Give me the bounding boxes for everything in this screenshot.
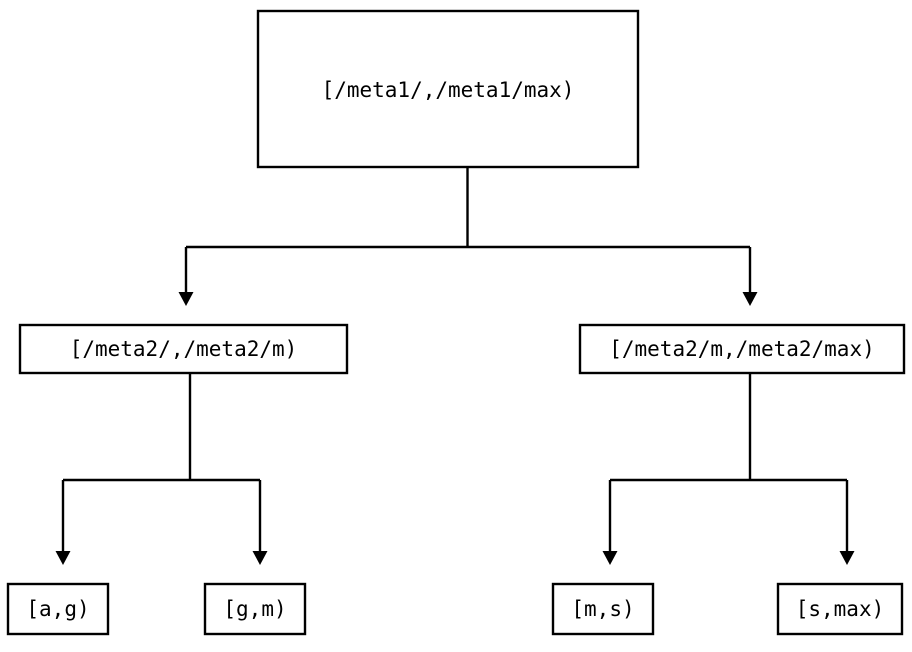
node-mid-left-label: [/meta2/,/meta2/m) <box>70 337 298 361</box>
node-mid-right[interactable]: [/meta2/m,/meta2/max) <box>578 323 906 375</box>
arrowhead-midright-to-leaf4 <box>839 551 855 565</box>
node-leaf-4-label: [s,max) <box>796 597 885 621</box>
node-leaf-2-label: [g,m) <box>223 597 286 621</box>
node-root-label: [/meta1/,/meta1/max) <box>322 78 575 102</box>
node-leaf-1-label: [a,g) <box>26 597 89 621</box>
node-root-box[interactable] <box>256 9 640 169</box>
node-mid-left[interactable]: [/meta2/,/meta2/m) <box>18 323 349 375</box>
arrowhead-root-to-mid-right <box>742 292 758 306</box>
node-leaf-2-box[interactable] <box>203 582 307 636</box>
arrowhead-midright-to-leaf3 <box>602 551 618 565</box>
node-leaf-3[interactable]: [m,s) <box>551 582 655 636</box>
edge-group-midleft-to-leaves <box>55 373 268 565</box>
node-root[interactable]: [/meta1/,/meta1/max) <box>256 9 640 169</box>
node-leaf-4[interactable]: [s,max) <box>776 582 904 636</box>
edge-group-root-to-mid <box>178 167 758 306</box>
node-leaf-1-box[interactable] <box>6 582 110 636</box>
arrowhead-midleft-to-leaf1 <box>55 551 71 565</box>
edge-group-midright-to-leaves <box>602 373 855 565</box>
node-leaf-4-box[interactable] <box>776 582 904 636</box>
node-mid-right-label: [/meta2/m,/meta2/max) <box>609 337 875 361</box>
arrowhead-midleft-to-leaf2 <box>252 551 268 565</box>
arrowhead-root-to-mid-left <box>178 292 194 306</box>
node-leaf-2[interactable]: [g,m) <box>203 582 307 636</box>
node-mid-right-box[interactable] <box>578 323 906 375</box>
node-leaf-1[interactable]: [a,g) <box>6 582 110 636</box>
node-leaf-3-box[interactable] <box>551 582 655 636</box>
node-mid-left-box[interactable] <box>18 323 349 375</box>
node-leaf-3-label: [m,s) <box>571 597 634 621</box>
